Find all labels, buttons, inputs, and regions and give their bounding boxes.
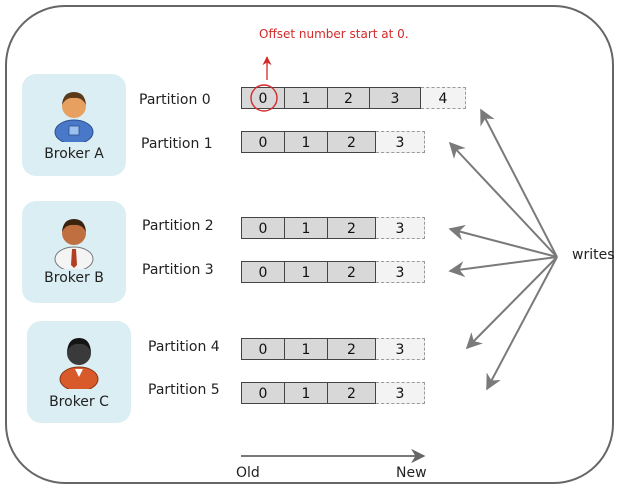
offset-cell: 0 [241, 217, 285, 239]
broker-b-label: Broker B [44, 270, 104, 286]
partition-5-label: Partition 5 [148, 382, 220, 398]
partition-1-label: Partition 1 [141, 136, 213, 152]
offset-cell: 2 [328, 217, 376, 239]
offset-cell: 1 [285, 261, 328, 283]
partition-3-label: Partition 3 [142, 262, 214, 278]
write-arrow [465, 256, 558, 350]
offset-cell: 2 [328, 131, 376, 153]
offset-cell: 2 [328, 382, 376, 404]
offset-cell: 2 [328, 261, 376, 283]
broker-c-label: Broker C [49, 394, 109, 410]
user-tie-icon [54, 219, 94, 269]
next-offset-cell: 3 [376, 131, 425, 153]
offset-cell: 0 [241, 382, 285, 404]
broker-c-card: Broker C [27, 321, 131, 423]
next-offset-cell: 3 [376, 382, 425, 404]
broker-b-card: Broker B [22, 201, 126, 303]
offset-cell: 2 [328, 87, 370, 109]
next-offset-cell: 3 [376, 338, 425, 360]
offset-cell: 2 [328, 338, 376, 360]
broker-a-label: Broker A [44, 146, 104, 162]
old-label: Old [236, 465, 260, 481]
write-arrow [448, 256, 558, 278]
broker-a-card: Broker A [22, 74, 126, 176]
writes-label: writes [572, 247, 615, 263]
offset-cell: 1 [285, 131, 328, 153]
offset-cell: 1 [285, 87, 328, 109]
next-offset-cell: 4 [421, 87, 466, 109]
next-offset-cell: 3 [376, 217, 425, 239]
offset-zero-highlight [250, 84, 278, 112]
offset-cell: 3 [370, 87, 421, 109]
partition-4-label: Partition 4 [148, 339, 220, 355]
partition-2-label: Partition 2 [142, 218, 214, 234]
write-arrow [448, 141, 558, 258]
partition-0-label: Partition 0 [139, 92, 211, 108]
write-arrow [480, 108, 558, 258]
offset-cell: 0 [241, 261, 285, 283]
offset-cell: 1 [285, 382, 328, 404]
offset-cell: 0 [241, 131, 285, 153]
offset-cell: 0 [241, 338, 285, 360]
next-offset-cell: 3 [376, 261, 425, 283]
write-arrow [486, 256, 558, 391]
new-label: New [396, 465, 427, 481]
write-arrows [448, 108, 558, 391]
user-blue-icon [54, 92, 94, 142]
offset-note: Offset number start at 0. [259, 27, 409, 41]
write-arrow [448, 224, 558, 258]
offset-cell: 1 [285, 217, 328, 239]
user-dark-icon [59, 338, 99, 389]
offset-cell: 1 [285, 338, 328, 360]
